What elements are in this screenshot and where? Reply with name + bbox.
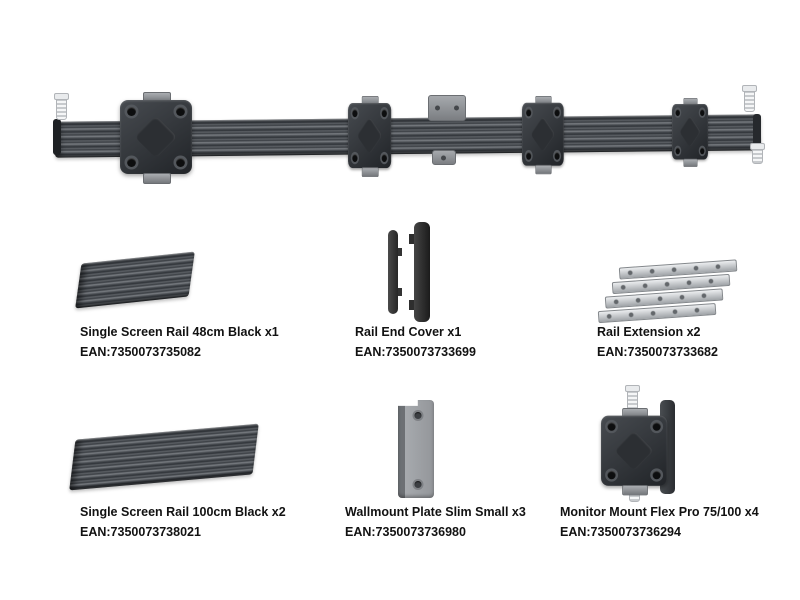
vesa-mount-graphic <box>672 98 708 167</box>
vesa-center <box>134 115 178 159</box>
product-label: Wallmount Plate Slim Small x3 EAN:735007… <box>345 502 526 542</box>
rail-extension-graphic <box>594 243 749 324</box>
screw-hole <box>176 107 185 116</box>
wallmount-plate-graphic <box>398 400 434 498</box>
screw-hole <box>700 109 705 116</box>
product-name: Wallmount Plate Slim Small x3 <box>345 505 526 519</box>
screw-hole <box>675 147 680 155</box>
mount-tab <box>535 164 552 175</box>
screw-icon <box>750 143 765 164</box>
product-ean: EAN:7350073733699 <box>355 345 476 359</box>
screw-hole <box>454 105 459 111</box>
vesa-plate <box>672 104 708 160</box>
mount-tab <box>683 158 698 167</box>
vesa-mount-graphic <box>120 92 192 184</box>
product-ean: EAN:7350073738021 <box>80 525 201 539</box>
screw-hole <box>127 158 136 167</box>
product-label: Single Screen Rail 100cm Black x2 EAN:73… <box>80 502 286 542</box>
product-card-wallmount-plate: Wallmount Plate Slim Small x3 EAN:735007… <box>340 398 560 539</box>
screw-hole <box>526 108 532 117</box>
product-label: Single Screen Rail 48cm Black x1 EAN:735… <box>80 322 279 362</box>
monitor-mount-flex-pro-graphic <box>597 385 687 504</box>
rail-100cm-graphic <box>69 423 259 491</box>
screw-hole <box>381 109 387 118</box>
screw-hole <box>414 412 422 419</box>
screw-hole <box>554 152 560 160</box>
vesa-center <box>679 115 701 148</box>
product-ean: EAN:7350073736980 <box>345 525 466 539</box>
screw-hole <box>381 154 387 162</box>
mount-tab <box>361 167 379 177</box>
rail-end-cover-graphic <box>388 222 440 322</box>
rail-end-face-right <box>753 114 761 146</box>
vesa-mount-graphic <box>522 96 564 175</box>
screw-hole <box>652 422 661 431</box>
screw-icon <box>54 93 69 120</box>
end-cover-clip <box>388 230 402 314</box>
screw-hole <box>526 152 532 160</box>
screw-hole <box>652 470 661 480</box>
screw-hole <box>554 108 560 117</box>
screw-hole <box>700 147 705 155</box>
product-ean: EAN:7350073735082 <box>80 345 201 359</box>
screw-hole <box>435 105 440 111</box>
screw-hole <box>127 107 136 116</box>
rail-48cm-graphic <box>75 251 195 309</box>
product-ean: EAN:7350073733682 <box>597 345 718 359</box>
product-card-rail-extension: Rail Extension x2 EAN:7350073733682 <box>590 243 790 359</box>
product-card-rail-end-cover: Rail End Cover x1 EAN:7350073733699 <box>350 218 570 359</box>
screw-hole <box>441 155 446 160</box>
vesa-plate <box>522 102 564 166</box>
screw-hole <box>675 109 680 116</box>
screw-hole <box>352 154 358 162</box>
product-card-rail-48cm: Single Screen Rail 48cm Black x1 EAN:735… <box>70 248 310 359</box>
product-ean: EAN:7350073736294 <box>560 525 681 539</box>
product-card-flex-pro-mount: Monitor Mount Flex Pro 75/100 x4 EAN:735… <box>555 385 795 539</box>
product-name: Rail Extension x2 <box>597 325 701 339</box>
mount-tab <box>622 484 648 496</box>
screw-hole <box>607 470 616 480</box>
rail-end-face-left <box>53 119 61 155</box>
product-name: Single Screen Rail 100cm Black x2 <box>80 505 286 519</box>
wallmount-bracket-graphic <box>428 95 466 121</box>
screw-hole <box>414 481 422 488</box>
screw-hole <box>607 422 616 431</box>
product-label: Rail Extension x2 EAN:7350073733682 <box>597 322 718 362</box>
screw-hole <box>176 158 185 167</box>
product-name: Single Screen Rail 48cm Black x1 <box>80 325 279 339</box>
mount-tab <box>143 173 171 184</box>
screw-icon <box>742 85 757 112</box>
product-label: Monitor Mount Flex Pro 75/100 x4 EAN:735… <box>560 502 759 542</box>
wallmount-bracket-graphic <box>432 150 456 165</box>
screw-hole <box>352 109 358 118</box>
vesa-center <box>356 116 383 155</box>
vesa-plate <box>348 103 392 169</box>
vesa-center <box>530 116 556 153</box>
vesa-center <box>614 430 654 471</box>
vesa-plate <box>120 100 192 174</box>
vesa-mount-graphic <box>601 408 668 496</box>
product-name: Rail End Cover x1 <box>355 325 462 339</box>
vesa-mount-graphic <box>348 96 392 177</box>
vesa-plate <box>601 415 668 486</box>
product-label: Rail End Cover x1 EAN:7350073733699 <box>355 322 476 362</box>
product-name: Monitor Mount Flex Pro 75/100 x4 <box>560 505 759 519</box>
end-cover-profile <box>409 222 430 322</box>
product-card-rail-100cm: Single Screen Rail 100cm Black x2 EAN:73… <box>69 423 330 539</box>
